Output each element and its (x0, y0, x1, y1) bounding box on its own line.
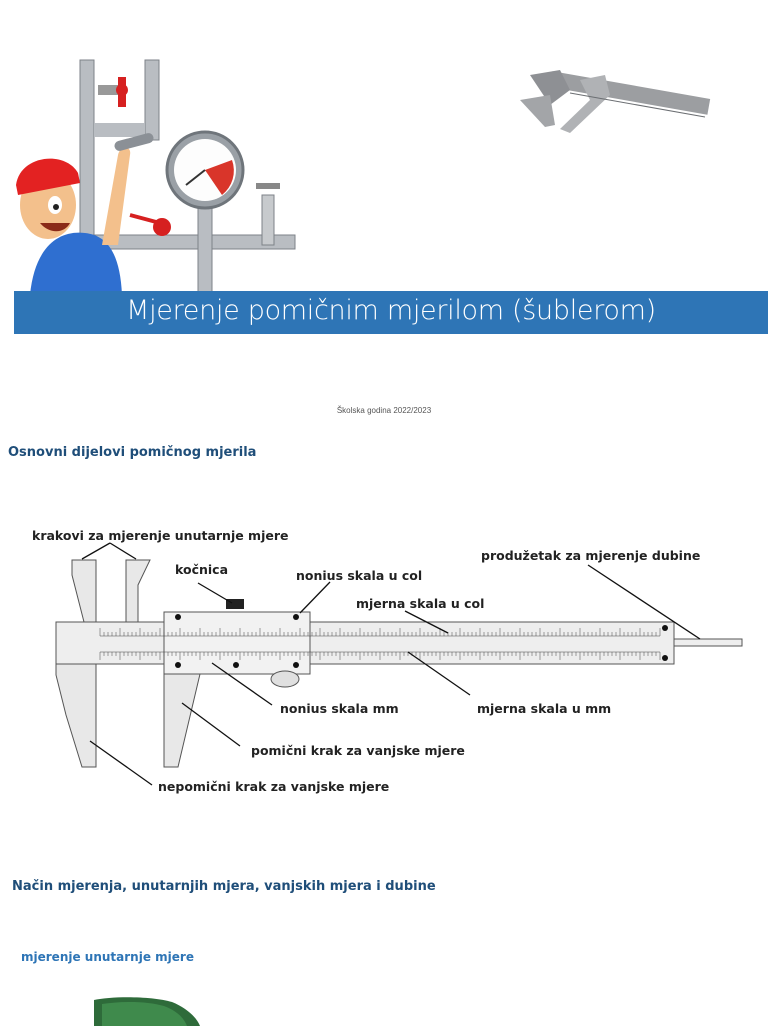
pipe-fitting-image (94, 997, 200, 1026)
label-inner-jaws: krakovi za mjerenje unutarnje mjere (32, 528, 288, 543)
label-fixed-jaw: nepomični krak za vanjske mjere (158, 779, 389, 794)
label-main-scale-mm: mjerna skala u mm (477, 701, 611, 716)
section-heading-parts: Osnovni dijelovi pomičnog mjerila (8, 445, 257, 460)
subheading-inner-measure: mjerenje unutarnje mjere (21, 950, 194, 964)
plumber-illustration (16, 59, 296, 295)
label-main-scale-inch: mjerna skala u col (356, 596, 484, 611)
caliper-parts-diagram: krakovi za mjerenje unutarnje mjere kočn… (32, 528, 743, 794)
label-movable-jaw: pomični krak za vanjske mjere (251, 743, 465, 758)
section-heading-method: Način mjerenja, unutarnjih mjera, vanjsk… (12, 879, 436, 894)
caliper-photo (520, 70, 711, 133)
page-title: Mjerenje pomičnim mjerilom (šublerom) (126, 295, 656, 326)
label-vernier-inch: nonius skala u col (296, 568, 422, 583)
label-vernier-mm: nonius skala mm (280, 701, 399, 716)
label-lock: kočnica (175, 562, 228, 577)
title-banner: Mjerenje pomičnim mjerilom (šublerom) (14, 291, 768, 334)
label-depth-rod: produžetak za mjerenje dubine (481, 548, 700, 563)
school-year: Školska godina 2022/2023 (336, 406, 432, 415)
